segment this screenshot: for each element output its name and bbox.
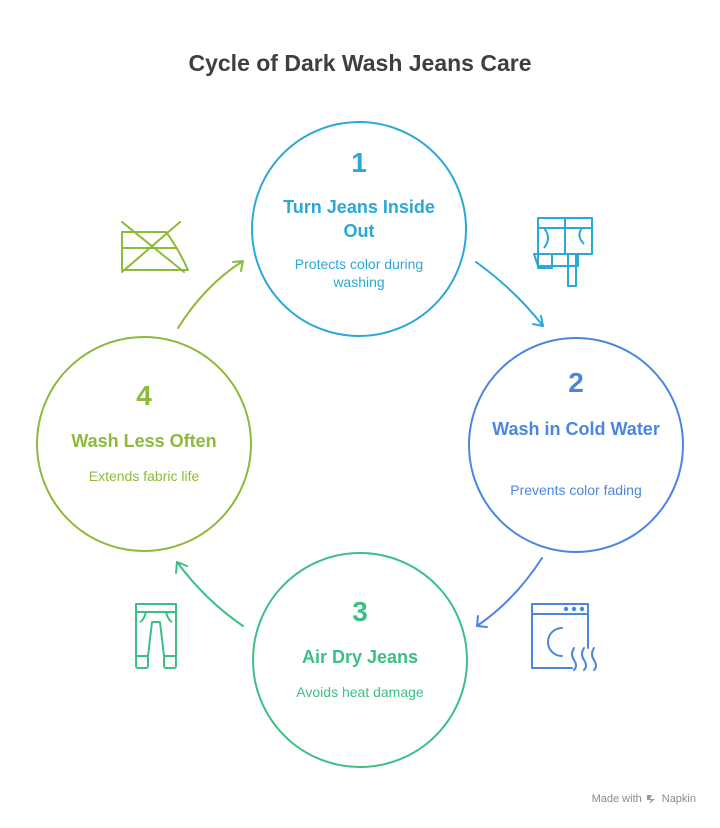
trousers-icon <box>135 603 177 669</box>
diagram-title: Cycle of Dark Wash Jeans Care <box>188 50 532 76</box>
step-4-heading: Wash Less Often <box>71 431 217 451</box>
step-4-number: 4 <box>136 380 152 411</box>
step-1-number: 1 <box>351 147 367 178</box>
footer-brand[interactable]: Napkin <box>661 793 696 805</box>
step-2-number: 2 <box>568 367 584 398</box>
step-1-heading: Turn Jeans Inside Out <box>283 197 435 241</box>
step-1-circle: 1 Turn Jeans Inside Out Protects color d… <box>251 121 467 337</box>
footer-made-with: Made with <box>591 793 642 805</box>
step-4-description: Extends fabric life <box>88 468 200 484</box>
step-3-number: 3 <box>352 596 368 627</box>
no-ironing-icon <box>121 221 189 273</box>
step-4-circle: 4 Wash Less Often Extends fabric life <box>36 336 252 552</box>
washing-machine-icon <box>531 603 597 671</box>
step-2-heading: Wash in Cold Water <box>492 419 660 439</box>
arrow-3-to-4 <box>175 561 244 627</box>
step-2-description: Prevents color fading <box>510 482 642 498</box>
footer: Made with Napkin <box>592 793 696 805</box>
step-3-circle: 3 Air Dry Jeans Avoids heat damage <box>252 552 468 768</box>
step-3-description: Avoids heat damage <box>296 684 424 700</box>
arrow-2-to-3 <box>476 557 543 628</box>
napkin-logo-icon <box>646 795 655 804</box>
step-3-heading: Air Dry Jeans <box>301 647 419 667</box>
step-1-description: Protects color during washing <box>294 256 424 290</box>
jeans-inside-out-icon <box>533 217 593 287</box>
arrow-1-to-2 <box>475 261 544 327</box>
step-2-circle: 2 Wash in Cold Water Prevents color fadi… <box>468 337 684 553</box>
arrow-4-to-1 <box>177 260 244 329</box>
